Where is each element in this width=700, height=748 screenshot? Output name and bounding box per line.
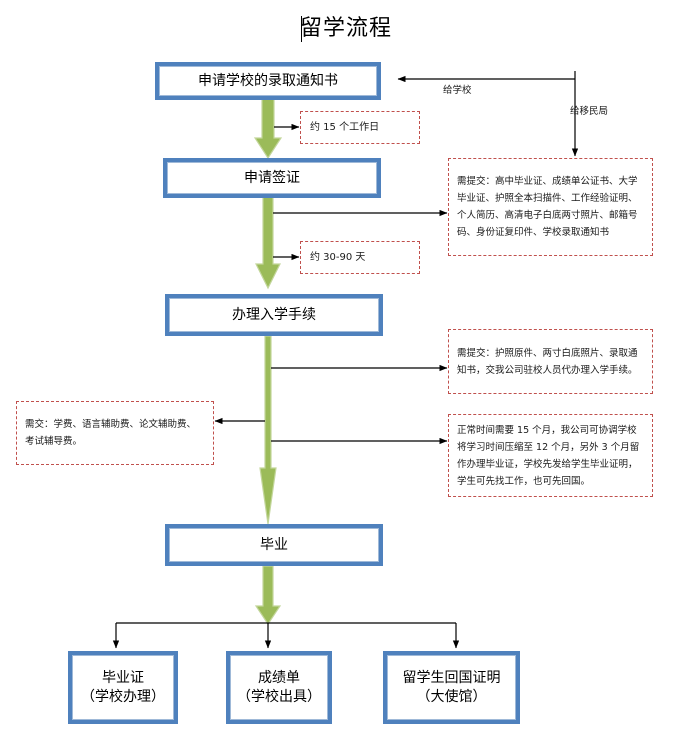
outcome-certificate-label: 留学生回国证明 （大使馆） bbox=[402, 669, 501, 705]
step-enrollment-inner: 办理入学手续 bbox=[169, 298, 379, 332]
note-fees-text: 需交：学费、语言辅助费、论文辅助费、考试辅导费。 bbox=[25, 419, 197, 447]
step-graduate-inner: 毕业 bbox=[169, 528, 379, 562]
step-enrollment[interactable]: 办理入学手续 bbox=[165, 294, 383, 336]
outcome-certificate[interactable]: 留学生回国证明 （大使馆） bbox=[383, 651, 520, 724]
arrow-visa-to-enrollment bbox=[255, 196, 281, 290]
outcome-diploma-label: 毕业证 （学校办理） bbox=[81, 669, 165, 705]
outcome-diploma-inner: 毕业证 （学校办理） bbox=[72, 655, 174, 720]
note-fees: 需交：学费、语言辅助费、论文辅助费、考试辅导费。 bbox=[16, 401, 214, 465]
title-cursor bbox=[301, 16, 302, 42]
outcome-transcript-inner: 成绩单 （学校出具） bbox=[230, 655, 328, 720]
outcome-transcript[interactable]: 成绩单 （学校出具） bbox=[226, 651, 332, 724]
arrow-enrollment-to-graduate bbox=[259, 335, 277, 525]
arrow-offer-to-visa bbox=[253, 97, 283, 160]
note-enrollment-documents-text: 需提交：护照原件、两寸白底照片、录取通知书，交我公司驻校人员代办理入学手续。 bbox=[457, 347, 638, 376]
step-graduate-label: 毕业 bbox=[260, 536, 288, 553]
note-duration-visa: 约 30-90 天 bbox=[300, 241, 420, 274]
note-visa-documents: 需提交：高中毕业证、成绩单公证书、大学毕业证、护照全本扫描件、工作经验证明、个人… bbox=[448, 158, 653, 256]
step-visa-inner: 申请签证 bbox=[167, 162, 377, 194]
edge-label-to-immigration: 给移民局 bbox=[570, 106, 609, 117]
step-enrollment-label: 办理入学手续 bbox=[232, 306, 316, 323]
note-duration-offer: 约 15 个工作日 bbox=[300, 111, 420, 144]
note-duration-offer-text: 约 15 个工作日 bbox=[310, 122, 380, 133]
outcome-diploma[interactable]: 毕业证 （学校办理） bbox=[68, 651, 178, 724]
edge-label-to-school: 给学校 bbox=[443, 85, 472, 96]
step-graduate[interactable]: 毕业 bbox=[165, 524, 383, 566]
step-offer-inner: 申请学校的录取通知书 bbox=[159, 66, 377, 96]
step-visa[interactable]: 申请签证 bbox=[163, 158, 381, 198]
note-visa-documents-text: 需提交：高中毕业证、成绩单公证书、大学毕业证、护照全本扫描件、工作经验证明、个人… bbox=[457, 176, 638, 238]
note-study-duration: 正常时间需要 15 个月，我公司可协调学校将学习时间压缩至 12 个月，另外 3… bbox=[448, 414, 653, 497]
arrow-graduate-to-outcomes bbox=[254, 565, 282, 626]
step-visa-label: 申请签证 bbox=[244, 169, 300, 186]
page-title: 留学流程 bbox=[300, 16, 393, 41]
connector-outcome-branch bbox=[112, 622, 460, 649]
step-offer-label: 申请学校的录取通知书 bbox=[198, 72, 338, 89]
step-offer[interactable]: 申请学校的录取通知书 bbox=[155, 62, 381, 100]
note-study-duration-text: 正常时间需要 15 个月，我公司可协调学校将学习时间压缩至 12 个月，另外 3… bbox=[457, 424, 640, 487]
outcome-certificate-inner: 留学生回国证明 （大使馆） bbox=[387, 655, 516, 720]
note-enrollment-documents: 需提交：护照原件、两寸白底照片、录取通知书，交我公司驻校人员代办理入学手续。 bbox=[448, 329, 653, 394]
note-duration-visa-text: 约 30-90 天 bbox=[310, 252, 366, 263]
outcome-transcript-label: 成绩单 （学校出具） bbox=[237, 669, 321, 705]
